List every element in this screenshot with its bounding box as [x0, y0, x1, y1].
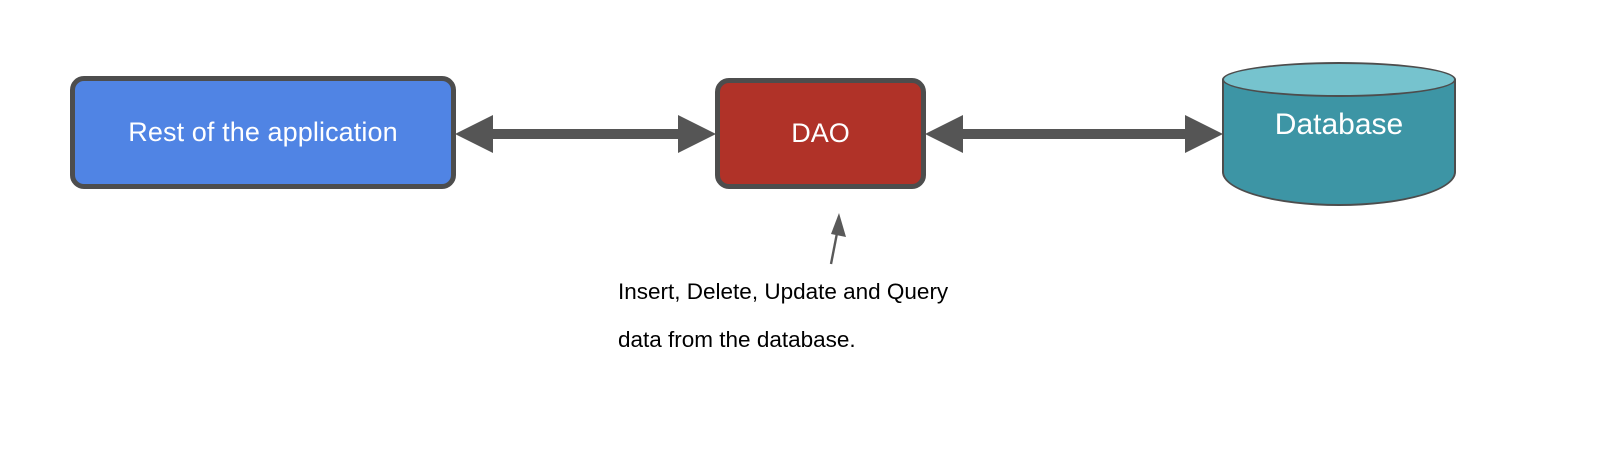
- arrowhead-up-icon: [831, 213, 846, 237]
- node-rest-of-the-application[interactable]: Rest of the application: [70, 76, 456, 189]
- arrow-shaft: [490, 129, 681, 139]
- node-database[interactable]: Database: [1222, 62, 1456, 206]
- arrowhead-right-icon: [678, 115, 716, 153]
- caption-text-block: Insert, Delete, Update and Query data fr…: [618, 268, 1048, 364]
- node-label-database: Database: [1274, 108, 1404, 141]
- arrow-shaft: [960, 129, 1188, 139]
- caption-line-1: Insert, Delete, Update and Query: [618, 279, 949, 304]
- arrowhead-left-icon: [925, 115, 963, 153]
- connector-caption-dao-arrow: [810, 208, 870, 270]
- node-label-app: Rest of the application: [128, 117, 398, 147]
- arrowhead-right-icon: [1185, 115, 1223, 153]
- connector-app-dao-double-arrow: [455, 112, 716, 156]
- caption-line-2: data from the database.: [618, 327, 856, 352]
- node-label-dao: DAO: [791, 118, 850, 148]
- cylinder-top-ellipse: [1222, 62, 1456, 97]
- cylinder-body: [1222, 79, 1456, 206]
- node-dao[interactable]: DAO: [715, 78, 926, 189]
- connector-dao-database-double-arrow: [925, 112, 1223, 156]
- arrowhead-left-icon: [455, 115, 493, 153]
